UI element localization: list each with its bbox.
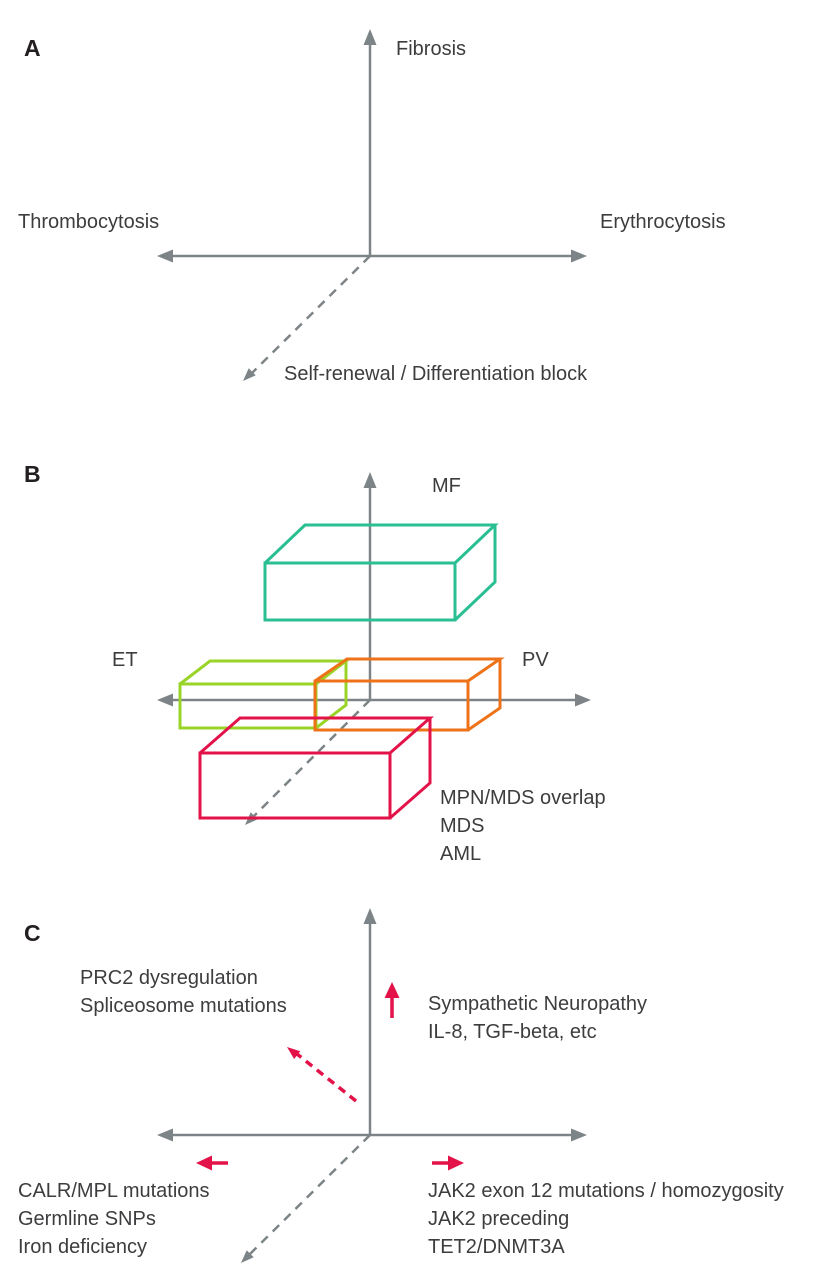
up-arrow-line-2: IL-8, TGF-beta, etc: [428, 1021, 597, 1043]
lower-left-line-3: Iron deficiency: [18, 1236, 147, 1258]
lower-left-line-2: Germline SNPs: [18, 1208, 156, 1230]
lower-left-line-1: CALR/MPL mutations: [18, 1180, 210, 1202]
red-dashed-diagonal-arrow: [295, 1052, 358, 1103]
red-dashed-diagonal-arrowhead: [287, 1047, 301, 1059]
up-arrow-line-1: Sympathetic Neuropathy: [428, 993, 647, 1015]
panel-c-letter: C: [24, 920, 41, 946]
panel-b-right-arrowhead: [575, 693, 591, 707]
red-left-arrowhead: [196, 1155, 212, 1171]
panel-c-diagonal-axis: [248, 1134, 371, 1256]
panel-c-vertical-axis-arrowhead: [363, 908, 377, 924]
panel-a-vertical-axis-arrowhead: [363, 29, 377, 45]
pv-box: [313, 657, 505, 732]
overlap-legend-line-2: MDS: [440, 815, 484, 837]
red-right-arrowhead: [448, 1155, 464, 1171]
panel-a-diagonal-arrowhead: [243, 368, 256, 381]
panel-b-diagonal-axis: [252, 699, 371, 818]
lower-right-line-3: TET2/DNMT3A: [428, 1236, 565, 1258]
overlap-legend-line-3: AML: [440, 843, 481, 865]
mf-box: [263, 523, 499, 622]
panel-b: B MF ET PV MPN/MDS overlap MDS AML: [24, 461, 606, 865]
erythrocytosis-axis-label: Erythrocytosis: [600, 211, 726, 233]
panel-a-left-arrowhead: [157, 249, 173, 263]
self-renewal-axis-label: Self-renewal / Differentiation block: [284, 363, 588, 385]
panel-a-right-arrowhead: [571, 249, 587, 263]
mf-axis-label: MF: [432, 475, 461, 497]
upper-left-line-1: PRC2 dysregulation: [80, 967, 258, 989]
lower-right-line-2: JAK2 preceding: [428, 1208, 569, 1230]
red-up-arrowhead: [384, 982, 400, 998]
panel-c-diagonal-arrowhead: [241, 1250, 254, 1263]
overlap-box: [198, 716, 434, 820]
panel-b-vertical-axis-arrowhead: [363, 472, 377, 488]
lower-right-line-1: JAK2 exon 12 mutations / homozygosity: [428, 1180, 784, 1202]
panel-b-left-arrowhead: [157, 693, 173, 707]
panel-c-right-arrowhead: [571, 1128, 587, 1142]
panel-a: A Fibrosis Thrombocytosis Erythrocytosis…: [18, 29, 726, 385]
upper-left-line-2: Spliceosome mutations: [80, 995, 287, 1017]
panel-a-diagonal-axis: [251, 255, 371, 374]
thrombocytosis-axis-label: Thrombocytosis: [18, 211, 159, 233]
panel-c: C PRC2 dysregulation Spliceosome mutatio…: [18, 908, 784, 1263]
panel-b-letter: B: [24, 461, 41, 487]
overlap-legend-line-1: MPN/MDS overlap: [440, 787, 606, 809]
pv-axis-label: PV: [522, 649, 549, 671]
fibrosis-axis-label: Fibrosis: [396, 38, 466, 60]
panel-c-left-arrowhead: [157, 1128, 173, 1142]
panel-a-letter: A: [24, 35, 41, 61]
et-axis-label: ET: [112, 649, 138, 671]
